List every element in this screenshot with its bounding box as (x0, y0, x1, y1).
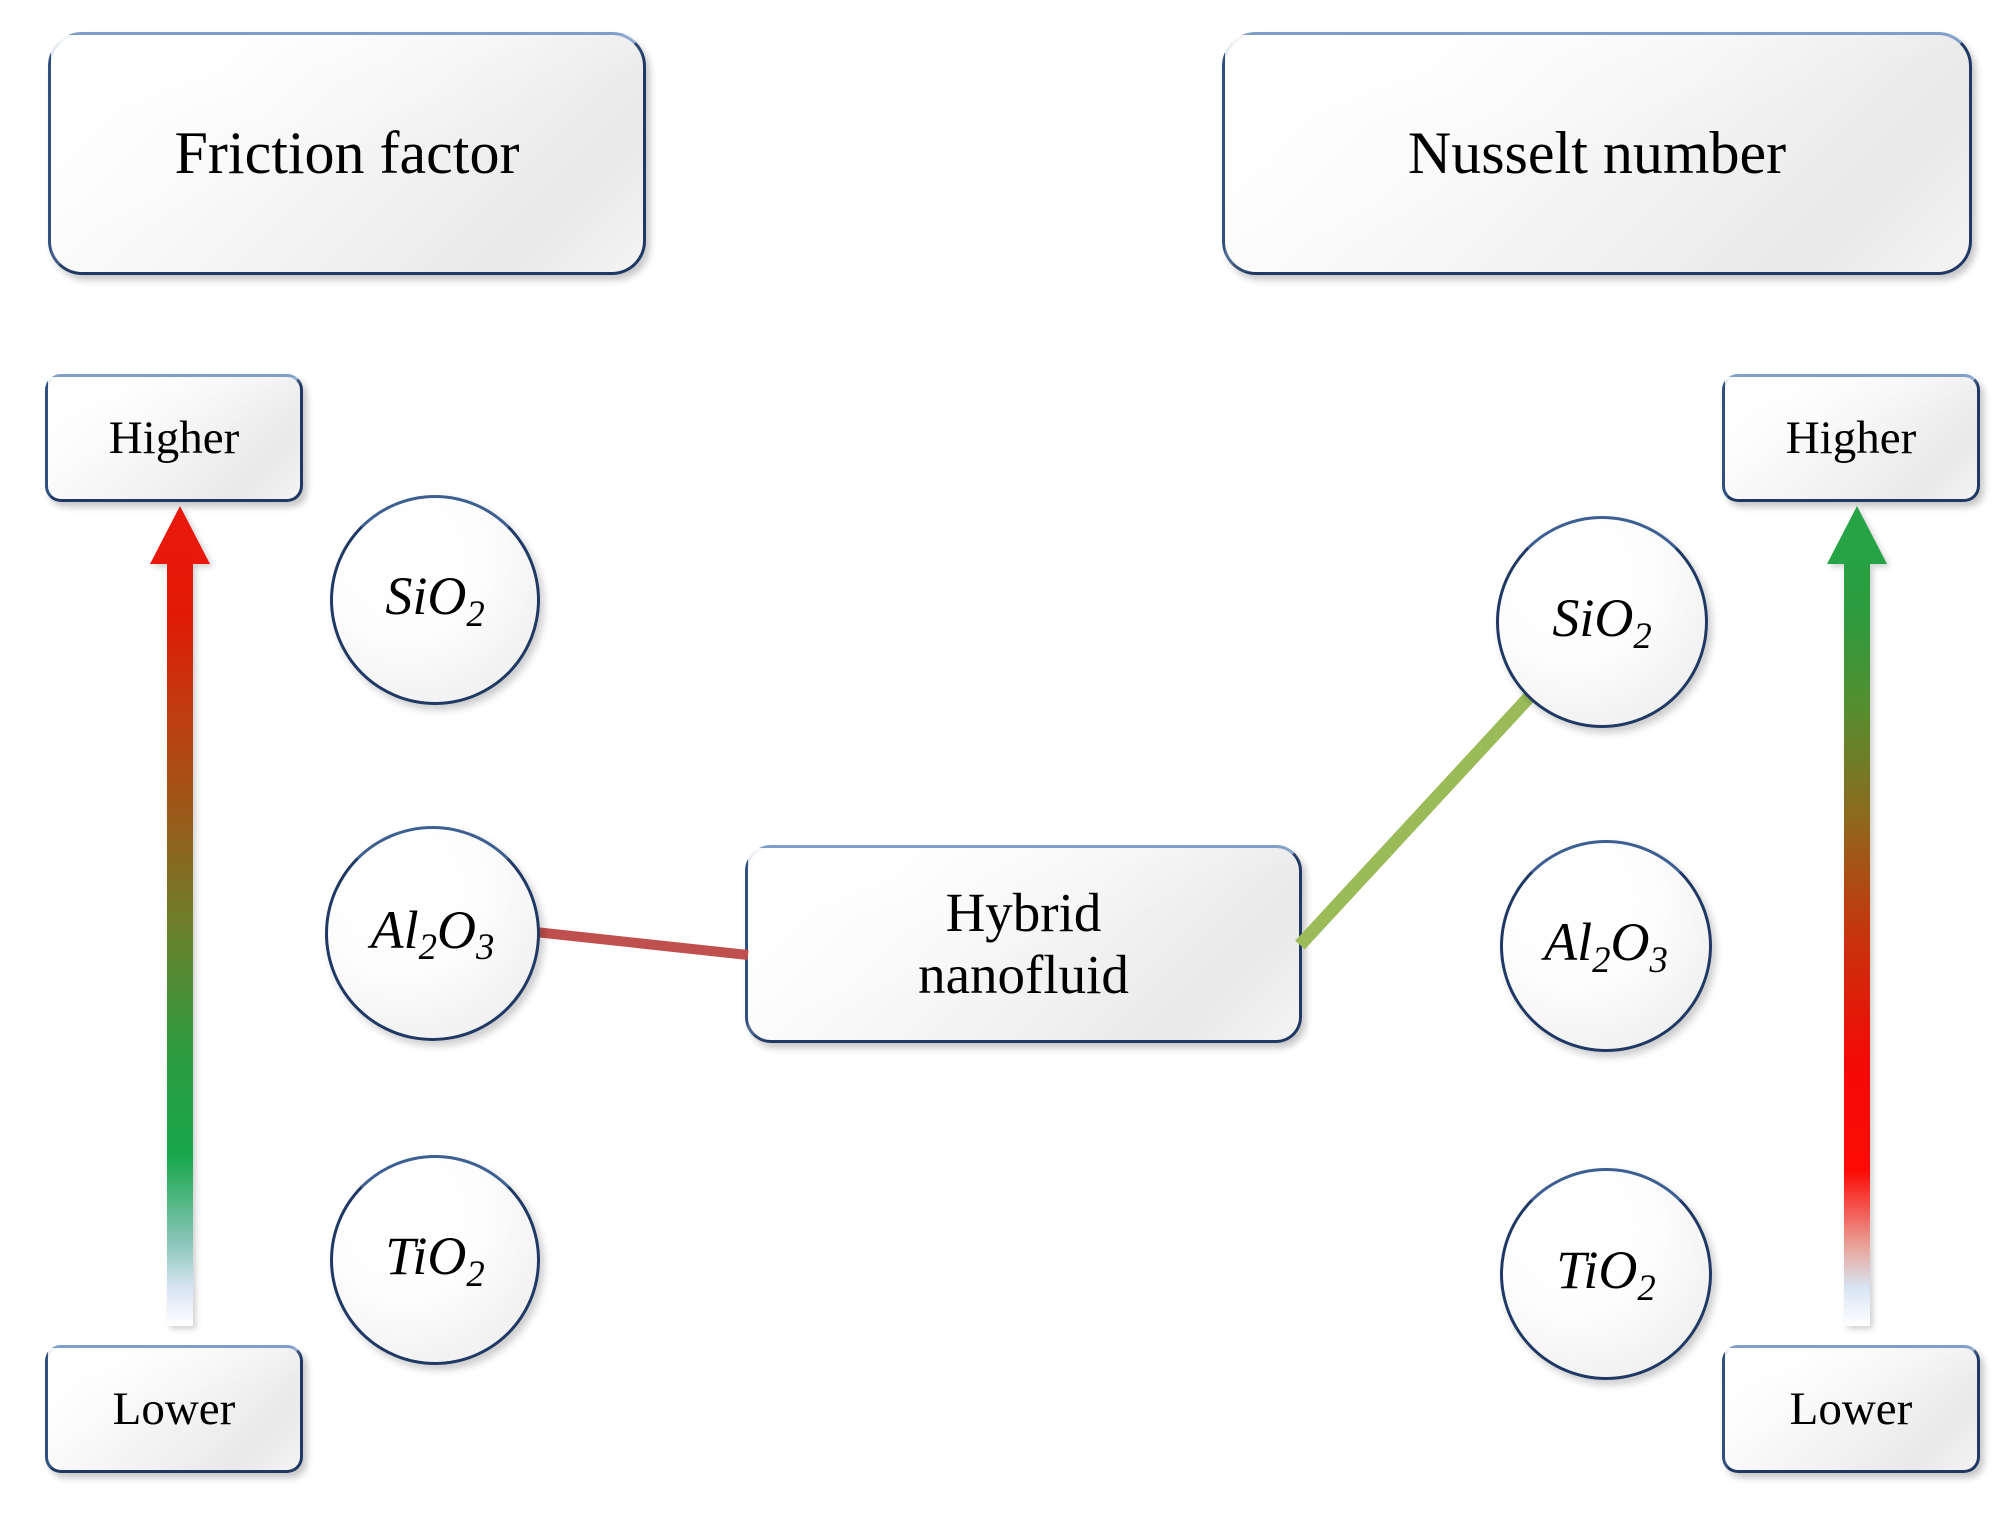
left-tio2-circle[interactable]: TiO2 (330, 1155, 540, 1365)
nusselt-number-header-box[interactable]: Nusselt number (1222, 32, 1972, 275)
friction-arrow-shaft (167, 552, 193, 1326)
nusselt-lower-label: Lower (1789, 1382, 1913, 1435)
right-sio2-circle[interactable]: SiO2 (1496, 516, 1708, 728)
hybrid-nanofluid-box[interactable]: Hybrid nanofluid (745, 845, 1302, 1043)
nusselt-lower-box[interactable]: Lower (1722, 1345, 1980, 1473)
nusselt-higher-box[interactable]: Higher (1722, 374, 1980, 502)
nusselt-number-gradient-arrow (1827, 506, 1887, 1326)
nusselt-higher-label: Higher (1785, 411, 1917, 464)
left-al2o3-circle[interactable]: Al2O3 (325, 826, 540, 1041)
nusselt-number-header-label: Nusselt number (1407, 119, 1787, 186)
friction-lower-label: Lower (112, 1382, 236, 1435)
friction-lower-box[interactable]: Lower (45, 1345, 303, 1473)
left-tio2-label: TiO2 (385, 1226, 485, 1294)
friction-higher-label: Higher (108, 411, 240, 464)
right-tio2-circle[interactable]: TiO2 (1500, 1168, 1712, 1380)
right-tio2-label: TiO2 (1556, 1240, 1656, 1308)
friction-factor-gradient-arrow (150, 506, 210, 1326)
al2o3-to-hybrid-connector (534, 927, 749, 960)
hybrid-nanofluid-label-line1: Hybrid (945, 882, 1102, 944)
friction-factor-header-label: Friction factor (174, 119, 520, 186)
hybrid-nanofluid-label-line2: nanofluid (918, 944, 1129, 1005)
nusselt-arrow-shaft (1844, 552, 1870, 1326)
left-sio2-label: SiO2 (385, 566, 485, 634)
friction-factor-header-box[interactable]: Friction factor (48, 32, 646, 275)
left-sio2-circle[interactable]: SiO2 (330, 495, 540, 705)
left-al2o3-label: Al2O3 (370, 899, 495, 967)
right-al2o3-circle[interactable]: Al2O3 (1500, 840, 1712, 1052)
right-sio2-label: SiO2 (1552, 588, 1652, 656)
right-al2o3-label: Al2O3 (1544, 912, 1668, 980)
friction-higher-box[interactable]: Higher (45, 374, 303, 502)
